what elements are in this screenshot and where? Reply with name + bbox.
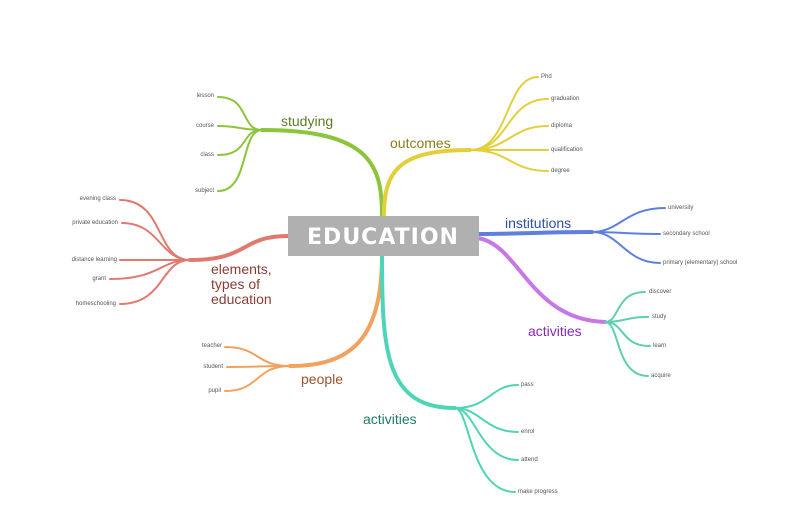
branch-label-studying: studying — [281, 113, 333, 129]
leaf-teacher: teacher — [202, 343, 222, 349]
leaf-discover: discover — [649, 289, 671, 295]
leaf-phd: Phd — [541, 74, 552, 80]
leaf-study: study — [652, 314, 666, 320]
leaf-grant: grant — [92, 276, 106, 282]
branch-label-elements-line2: types of — [211, 276, 260, 292]
connector-institutions-university — [591, 207, 666, 233]
connector-people-pupil — [224, 365, 291, 392]
connector-studying-subject — [217, 129, 263, 192]
leaf-acquire: acquire — [651, 373, 671, 379]
branch-institutions: institutions university secondary school… — [476, 205, 737, 266]
connector-people-teacher — [224, 346, 291, 367]
leaf-diploma: diploma — [551, 123, 573, 129]
trunk-activities-right — [476, 236, 607, 324]
leaf-subject: subject — [195, 188, 214, 194]
connector-institutions-primary-school — [591, 231, 661, 264]
leaf-course: course — [196, 123, 215, 129]
branch-label-outcomes: outcomes — [390, 135, 451, 151]
connector-activities-bottom-make-progress — [454, 407, 516, 493]
connector-elements-homeschooling — [119, 259, 191, 305]
leaf-secondary-school: secondary school — [663, 231, 710, 237]
leaf-university: university — [668, 205, 693, 211]
central-node: EDUCATION — [288, 216, 479, 256]
central-node-box — [288, 216, 479, 256]
leaf-qualification: qualification — [551, 147, 583, 153]
leaf-class: class — [200, 152, 214, 158]
connector-outcomes-phd — [469, 76, 539, 151]
leaf-private-education: private education — [72, 220, 118, 226]
branch-label-elements-line1: elements, — [211, 261, 272, 277]
trunk-studying — [260, 128, 384, 217]
trunk-people — [288, 254, 384, 368]
connector-activities-right-learn — [604, 321, 651, 347]
connector-activities-right-acquire — [604, 321, 649, 377]
connector-activities-bottom-attend — [454, 407, 519, 461]
branch-elements: elements, types of education evening cla… — [72, 196, 290, 307]
leaf-lesson: lesson — [197, 93, 214, 99]
leaf-attend: attend — [521, 457, 538, 463]
connector-studying-lesson — [217, 96, 263, 131]
connector-activities-bottom-pass — [454, 384, 519, 409]
leaf-degree: degree — [551, 168, 570, 174]
branch-label-elements-line3: education — [211, 291, 272, 307]
connector-activities-bottom-enrol — [454, 407, 519, 433]
branch-label-activities-bottom: activities — [363, 411, 417, 427]
branch-label-people: people — [301, 371, 343, 387]
trunk-elements — [188, 234, 290, 262]
trunk-institutions — [476, 230, 594, 236]
leaf-homeschooling: homeschooling — [76, 301, 116, 307]
connector-outcomes-graduation — [469, 98, 549, 151]
branch-outcomes: outcomes Phd graduation diploma qualific… — [382, 74, 583, 217]
leaf-enrol: enrol — [521, 429, 534, 435]
leaf-evening-class: evening class — [80, 196, 116, 202]
branch-activities-right: activities discover study learn acquire — [476, 236, 671, 379]
leaf-make-progress: make progress — [518, 489, 558, 495]
leaf-graduation: graduation — [551, 96, 579, 102]
central-node-label: EDUCATION — [307, 225, 459, 250]
trunk-activities-bottom — [380, 254, 457, 410]
branch-studying: studying lesson course class subject — [195, 93, 384, 217]
leaf-learn: learn — [653, 343, 666, 349]
branch-label-institutions: institutions — [505, 215, 571, 231]
connector-elements-evening-class — [119, 199, 191, 261]
connector-outcomes-degree — [469, 149, 549, 172]
leaf-pupil: pupil — [208, 388, 221, 394]
branch-label-activities-right: activities — [528, 323, 582, 339]
connector-elements-private-education — [121, 222, 191, 261]
branch-activities-bottom: activities pass enrol attend make progre… — [363, 254, 558, 495]
trunk-outcomes — [382, 148, 472, 217]
leaf-student: student — [203, 364, 223, 370]
leaf-pass: pass — [521, 382, 534, 388]
leaf-distance-learning: distance learning — [72, 257, 117, 263]
leaf-primary-school: primary (elementary) school — [663, 260, 737, 266]
